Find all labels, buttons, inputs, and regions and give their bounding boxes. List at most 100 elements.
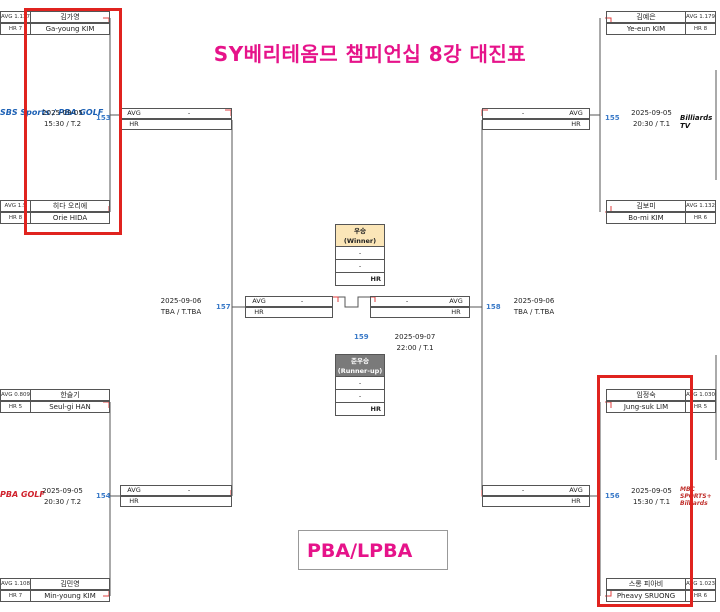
avg-value: - — [521, 109, 525, 117]
winner-label-ko: 우승 — [354, 227, 366, 235]
broadcaster-logo-billiards: Billiards TV — [680, 114, 713, 130]
runnerup-label-en: (Runner-up) — [337, 367, 383, 375]
match-number-154: 154 — [96, 492, 111, 500]
player-name-en: Seul-gi HAN — [49, 403, 91, 411]
player-hr: HR 5 — [685, 402, 715, 412]
match-date: 2025-09-05 — [631, 109, 672, 117]
match-info-159: 2025-09-07 22:00 / T.1 — [392, 332, 438, 354]
player-hr: HR 8 — [1, 213, 31, 223]
runnerup-label-ko: 준우승 — [351, 357, 369, 365]
match-number-158: 158 — [486, 303, 501, 311]
winner-line-2: - — [336, 260, 384, 273]
player-avg: AVG 1.030 — [685, 390, 715, 400]
highlight-box-left — [24, 8, 122, 235]
runnerup-line-1: - — [336, 377, 384, 390]
broadcaster-logo-pba: PBA GOLF — [0, 490, 45, 499]
semi-slot-155-winner: -AVG HR — [482, 108, 590, 130]
runnerup-hr: HR — [370, 405, 381, 413]
avg-label: AVG — [252, 297, 266, 305]
avg-label: AVG — [127, 109, 141, 117]
match-time: 20:30 / T.1 — [632, 120, 671, 128]
winner-label-en: (Winner) — [343, 237, 377, 245]
avg-label: AVG — [569, 486, 583, 494]
avg-label: AVG — [449, 297, 463, 305]
player-card-p3[interactable]: AVG 0.809 한슬기 HR 5 Seul-gi HAN — [0, 389, 110, 415]
match-number-155: 155 — [605, 114, 620, 122]
final-slot-158-winner: - AVG HR — [370, 296, 470, 318]
player-name-ko: 한슬기 — [60, 391, 80, 399]
final-slot-157-winner: AVG- HR — [245, 296, 333, 318]
match-date: 2025-09-05 — [631, 487, 672, 495]
player-avg: AVG 1.5 — [1, 201, 31, 211]
avg-value: - — [187, 486, 191, 494]
match-number-157: 157 — [216, 303, 231, 311]
hr-label: HR — [451, 308, 461, 316]
winner-hr: HR — [370, 275, 381, 283]
player-card-p2[interactable]: AVG 1.5 히다 오리에 HR 8 Orie HIDA — [0, 200, 110, 226]
player-avg: AVG 1.132 — [685, 201, 715, 211]
avg-label: AVG — [569, 109, 583, 117]
hr-label: HR — [254, 308, 264, 316]
player-avg: AVG 1.108 — [1, 579, 31, 589]
semi-slot-156-winner: - AVG HR — [482, 485, 590, 507]
avg-value: - — [187, 109, 191, 117]
player-avg: AVG 1.179 — [685, 12, 715, 22]
avg-value: - — [405, 297, 409, 305]
broadcaster-logo-mbc: MBC SPORTS+ Billiards — [680, 486, 712, 507]
player-name-ko: 히다 오리에 — [52, 202, 88, 210]
match-time: 15:30 / T.2 — [43, 120, 82, 128]
player-name-en: Ye-eun KIM — [626, 25, 666, 33]
hr-label: HR — [129, 497, 139, 505]
match-date: 2025-09-07 — [394, 333, 436, 341]
winner-header: 우승 (Winner) — [336, 225, 384, 247]
player-hr: HR 6 — [685, 213, 715, 223]
semi-slot-154-winner: AVG- HR — [120, 485, 232, 507]
player-name-en: Bo-mi KIM — [628, 214, 664, 222]
runnerup-line-2: - — [336, 390, 384, 403]
player-card-p5[interactable]: 김예은 AVG 1.179 Ye-eun KIM HR 8 — [606, 11, 716, 37]
league-label: PBA/LPBA — [298, 530, 448, 570]
match-number-156: 156 — [605, 492, 620, 500]
winner-box: 우승 (Winner) - - HR — [335, 224, 385, 286]
match-info-155: 2025-09-05 20:30 / T.1 — [624, 108, 679, 130]
player-name-ko: 김민영 — [60, 580, 80, 588]
match-info-158: 2025-09-06 TBA / T.TBA — [504, 296, 564, 318]
match-time: 15:30 / T.1 — [632, 498, 671, 506]
broadcaster-logo-sbs: SBS Sports / PBA GOLF — [0, 108, 104, 117]
player-hr: HR 6 — [685, 591, 715, 601]
player-avg: AVG 1.023 — [685, 579, 715, 589]
match-time: 22:00 / T.1 — [396, 344, 434, 352]
avg-value: - — [521, 486, 525, 494]
semi-slot-153-winner: AVG- HR — [120, 108, 232, 130]
player-avg: AVG 1.137 — [1, 12, 31, 22]
match-info-153: 2025-09-05 15:30 / T.2 — [30, 108, 95, 130]
winner-line-1: - — [336, 247, 384, 260]
match-number-153: 153 — [96, 114, 111, 122]
hr-label: HR — [571, 497, 581, 505]
runnerup-box: 준우승 (Runner-up) - - HR — [335, 354, 385, 416]
page-title: SY베리테옴므 챔피언십 8강 대진표 — [213, 42, 527, 66]
match-time: TBA / T.TBA — [160, 308, 202, 316]
player-hr: HR 5 — [1, 402, 31, 412]
match-number-159: 159 — [354, 333, 369, 341]
match-date: 2025-09-06 — [513, 297, 555, 305]
player-name-en: Orie HIDA — [52, 214, 88, 222]
runnerup-header: 준우승 (Runner-up) — [336, 355, 384, 377]
match-info-154: 2025-09-05 20:30 / T.2 — [30, 486, 95, 508]
player-name-en: Ga-young KIM — [45, 25, 95, 33]
player-hr: HR 7 — [1, 24, 31, 34]
player-name-ko: 김예은 — [636, 13, 656, 21]
player-avg: AVG 0.809 — [1, 390, 31, 400]
match-info-157: 2025-09-06 TBA / T.TBA — [150, 296, 212, 318]
player-hr: HR 8 — [685, 24, 715, 34]
match-date: 2025-09-05 — [42, 487, 83, 495]
player-name-en: Min-young KIM — [44, 592, 96, 600]
highlight-box-right — [597, 375, 693, 607]
match-info-156: 2025-09-05 15:30 / T.1 — [624, 486, 679, 508]
match-time: 20:30 / T.2 — [43, 498, 82, 506]
